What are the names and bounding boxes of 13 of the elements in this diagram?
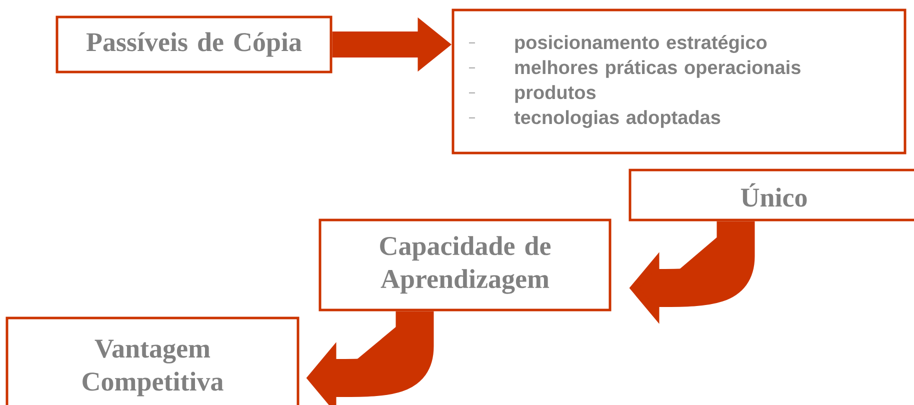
label-box [318, 218, 612, 312]
box-label: Passíveis de Cópia [86, 32, 302, 57]
list-item: melhores práticas operacionais [515, 60, 800, 78]
label-box [6, 316, 300, 405]
list-box [452, 8, 906, 154]
list-item: tecnologias adoptadas [514, 110, 720, 128]
label-box [56, 16, 332, 74]
list-item: posicionamento estratégico [515, 35, 767, 53]
label-box [628, 168, 914, 222]
box-label: Único [740, 183, 807, 207]
box-label: Capacidade de Aprendizagem [380, 236, 551, 294]
box-label: Vantagem Competitiva [82, 340, 224, 396]
list-item: produtos [515, 85, 596, 103]
